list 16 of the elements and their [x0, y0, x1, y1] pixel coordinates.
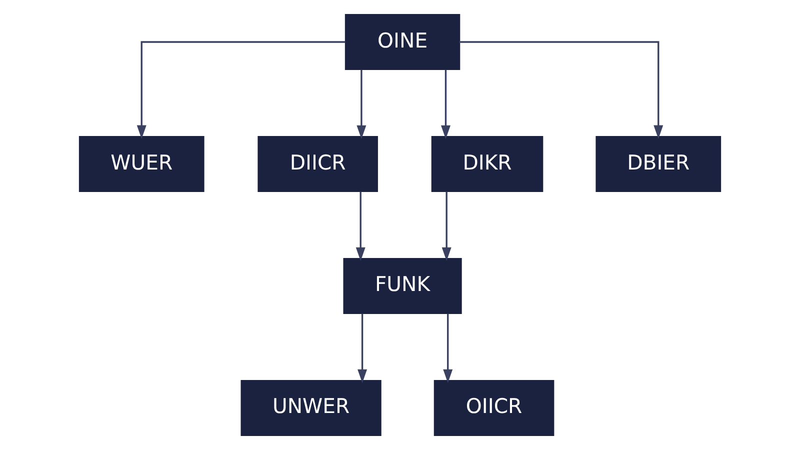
node-box: DIKR — [431, 136, 544, 192]
arrow — [356, 70, 366, 139]
arrow — [459, 41, 664, 139]
arrow — [356, 192, 366, 261]
arrow — [358, 314, 368, 383]
arrow — [441, 70, 450, 139]
arrow — [442, 192, 452, 261]
node-box: UNWER — [240, 380, 382, 436]
arrow — [136, 41, 346, 139]
node-box: WUER — [78, 136, 204, 192]
node-box: DBIER — [596, 136, 722, 192]
node-box: FUNK — [343, 258, 462, 314]
arrow — [443, 314, 453, 383]
node-box: OINE — [344, 14, 460, 70]
node-box: DIICR — [258, 136, 378, 192]
node-box: OIICR — [434, 380, 554, 436]
